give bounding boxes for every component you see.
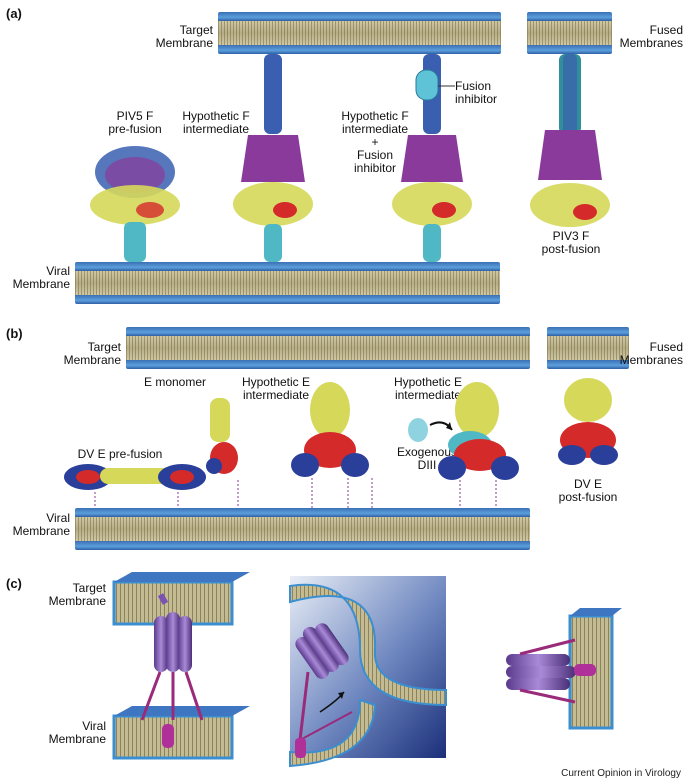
piv5-prefusion-structure (90, 146, 180, 262)
label-target-membrane-b: Target Membrane (63, 340, 121, 367)
fused-membrane-b (547, 327, 629, 369)
fused-membrane-a (527, 12, 612, 54)
panel-b-label: (b) (6, 326, 23, 341)
label-fusion-inhibitor: Fusion inhibitor (455, 79, 498, 106)
viral-membrane-b (75, 508, 530, 550)
intermediate-schematic (289, 576, 447, 768)
hypothetic-f-intermediate-structure (233, 54, 313, 262)
label-exogenous-diii: Exogenous DIII (396, 445, 458, 472)
label-dv-e-postfusion: DV E post-fusion (558, 477, 618, 504)
label-e-monomer: E monomer (143, 375, 207, 389)
dv-e-prefusion-structure (64, 464, 206, 508)
hypothetic-f-intermediate-inhibitor-structure (392, 54, 472, 262)
label-piv5-prefusion: PIV5 F pre-fusion (108, 109, 162, 136)
footer-journal-name: Current Opinion in Virology (561, 768, 681, 779)
e-monomer-structure (206, 398, 239, 508)
label-target-membrane-a: Target Membrane (155, 23, 213, 50)
label-fused-membranes-b: Fused Membranes (619, 340, 683, 367)
prefusion-schematic (112, 572, 250, 760)
label-hypothetic-f-intermediate: Hypothetic F intermediate (182, 109, 250, 136)
panel-c-label: (c) (6, 576, 22, 591)
label-fused-membranes-a: Fused Membranes (619, 23, 683, 50)
label-hypothetic-f-intermediate-inhibitor: Hypothetic F intermediate + Fusion inhib… (341, 109, 409, 175)
dv-e-postfusion-structure (558, 378, 618, 465)
label-piv3-postfusion: PIV3 F post-fusion (541, 229, 601, 256)
label-dv-e-prefusion: DV E pre-fusion (77, 447, 163, 461)
hypothetic-e-intermediate-2-structure (408, 382, 519, 508)
target-membrane-a (218, 12, 501, 54)
viral-membrane-a (75, 262, 500, 304)
panel-a-label: (a) (6, 6, 22, 21)
label-hypothetic-e-intermediate-2: Hypothetic E intermediate (393, 375, 463, 402)
label-viral-membrane-c: Viral Membrane (48, 719, 106, 746)
hypothetic-e-intermediate-1-structure (291, 382, 373, 508)
piv3-postfusion-structure (530, 54, 610, 227)
label-viral-membrane-a: Viral Membrane (12, 264, 70, 291)
target-membrane-b (126, 327, 530, 369)
label-viral-membrane-b: Viral Membrane (12, 511, 70, 538)
postfusion-schematic (506, 608, 622, 730)
label-target-membrane-c: Target Membrane (48, 581, 106, 608)
label-hypothetic-e-intermediate-1: Hypothetic E intermediate (241, 375, 311, 402)
